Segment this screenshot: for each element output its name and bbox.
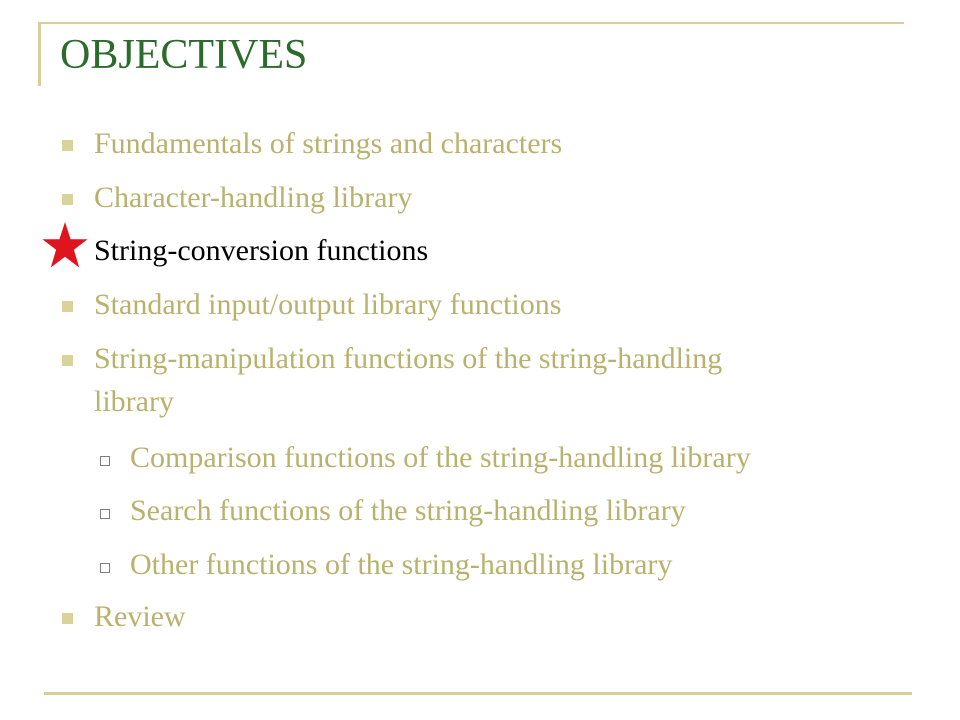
list-item-text: String-conversion functions: [94, 234, 429, 267]
list-item-text: Fundamentals of strings and characters: [94, 127, 563, 160]
list-item-text: Review: [94, 600, 186, 633]
list-item: Fundamentals of strings and characters: [62, 124, 563, 164]
list-subitem: Search functions of the string-handling …: [100, 491, 686, 531]
list-item-text: Standard input/output library functions: [94, 288, 562, 321]
bullet-checkbox-icon: [100, 456, 110, 466]
list-subitem: Other functions of the string-handling l…: [100, 545, 673, 585]
list-item: Standard input/output library functions: [62, 285, 562, 325]
list-item: Review: [62, 597, 186, 637]
top-rule: [40, 22, 904, 24]
list-item-text: Search functions of the string-handling …: [130, 494, 686, 527]
list-item-text: Comparison functions of the string-handl…: [130, 441, 751, 474]
list-item-text: library: [94, 385, 174, 418]
bullet-square-icon: [62, 301, 73, 312]
bullet-square-icon: [62, 140, 73, 151]
left-rule: [38, 22, 41, 86]
list-item: String-manipulation functions of the str…: [62, 339, 723, 379]
bullet-square-icon: [62, 355, 73, 366]
list-item-current: String-conversion functions: [94, 231, 428, 271]
list-item-continuation: library: [94, 382, 174, 422]
list-item-text: String-manipulation functions of the str…: [94, 342, 723, 375]
bullet-checkbox-icon: [100, 563, 110, 573]
bullet-square-icon: [62, 613, 73, 624]
bottom-rule: [44, 692, 912, 695]
list-subitem: Comparison functions of the string-handl…: [100, 438, 751, 478]
list-item: Character-handling library: [62, 178, 413, 218]
slide-title: OBJECTIVES: [60, 32, 308, 78]
bullet-checkbox-icon: [100, 509, 110, 519]
star-icon: [42, 222, 88, 268]
list-item-text: Other functions of the string-handling l…: [130, 548, 673, 581]
list-item-text: Character-handling library: [94, 181, 413, 214]
bullet-square-icon: [62, 194, 73, 205]
